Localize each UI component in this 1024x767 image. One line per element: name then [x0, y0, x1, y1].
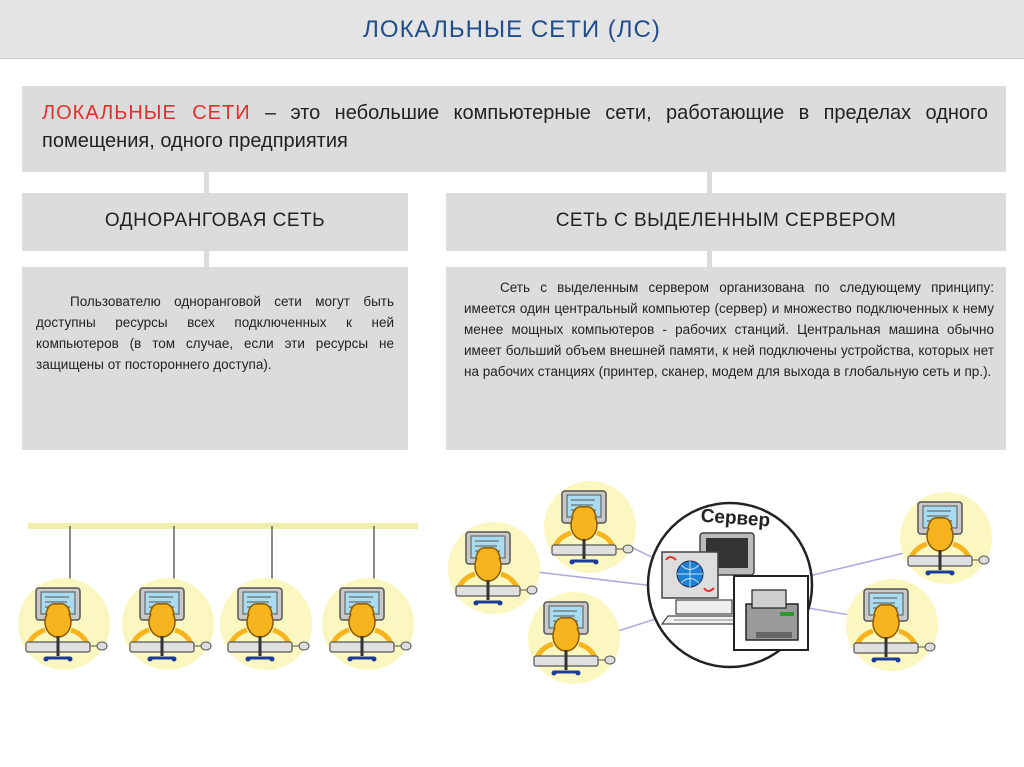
printer-icon	[734, 576, 808, 650]
server-network-illustration: Сервер	[448, 481, 992, 684]
peer-network-illustration	[18, 526, 418, 670]
